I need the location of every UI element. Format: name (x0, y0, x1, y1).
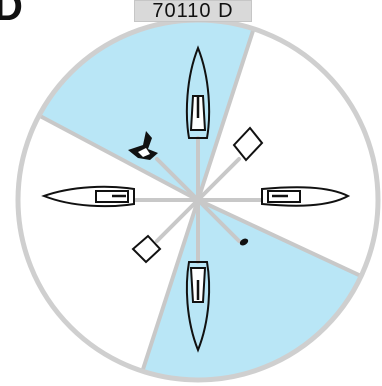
code-label: 70110 D (134, 0, 252, 22)
corner-mark: D (0, 0, 23, 29)
boat-left-icon (44, 187, 134, 206)
boat-right-icon (262, 187, 348, 205)
buoy-upper-right-icon (234, 128, 262, 160)
